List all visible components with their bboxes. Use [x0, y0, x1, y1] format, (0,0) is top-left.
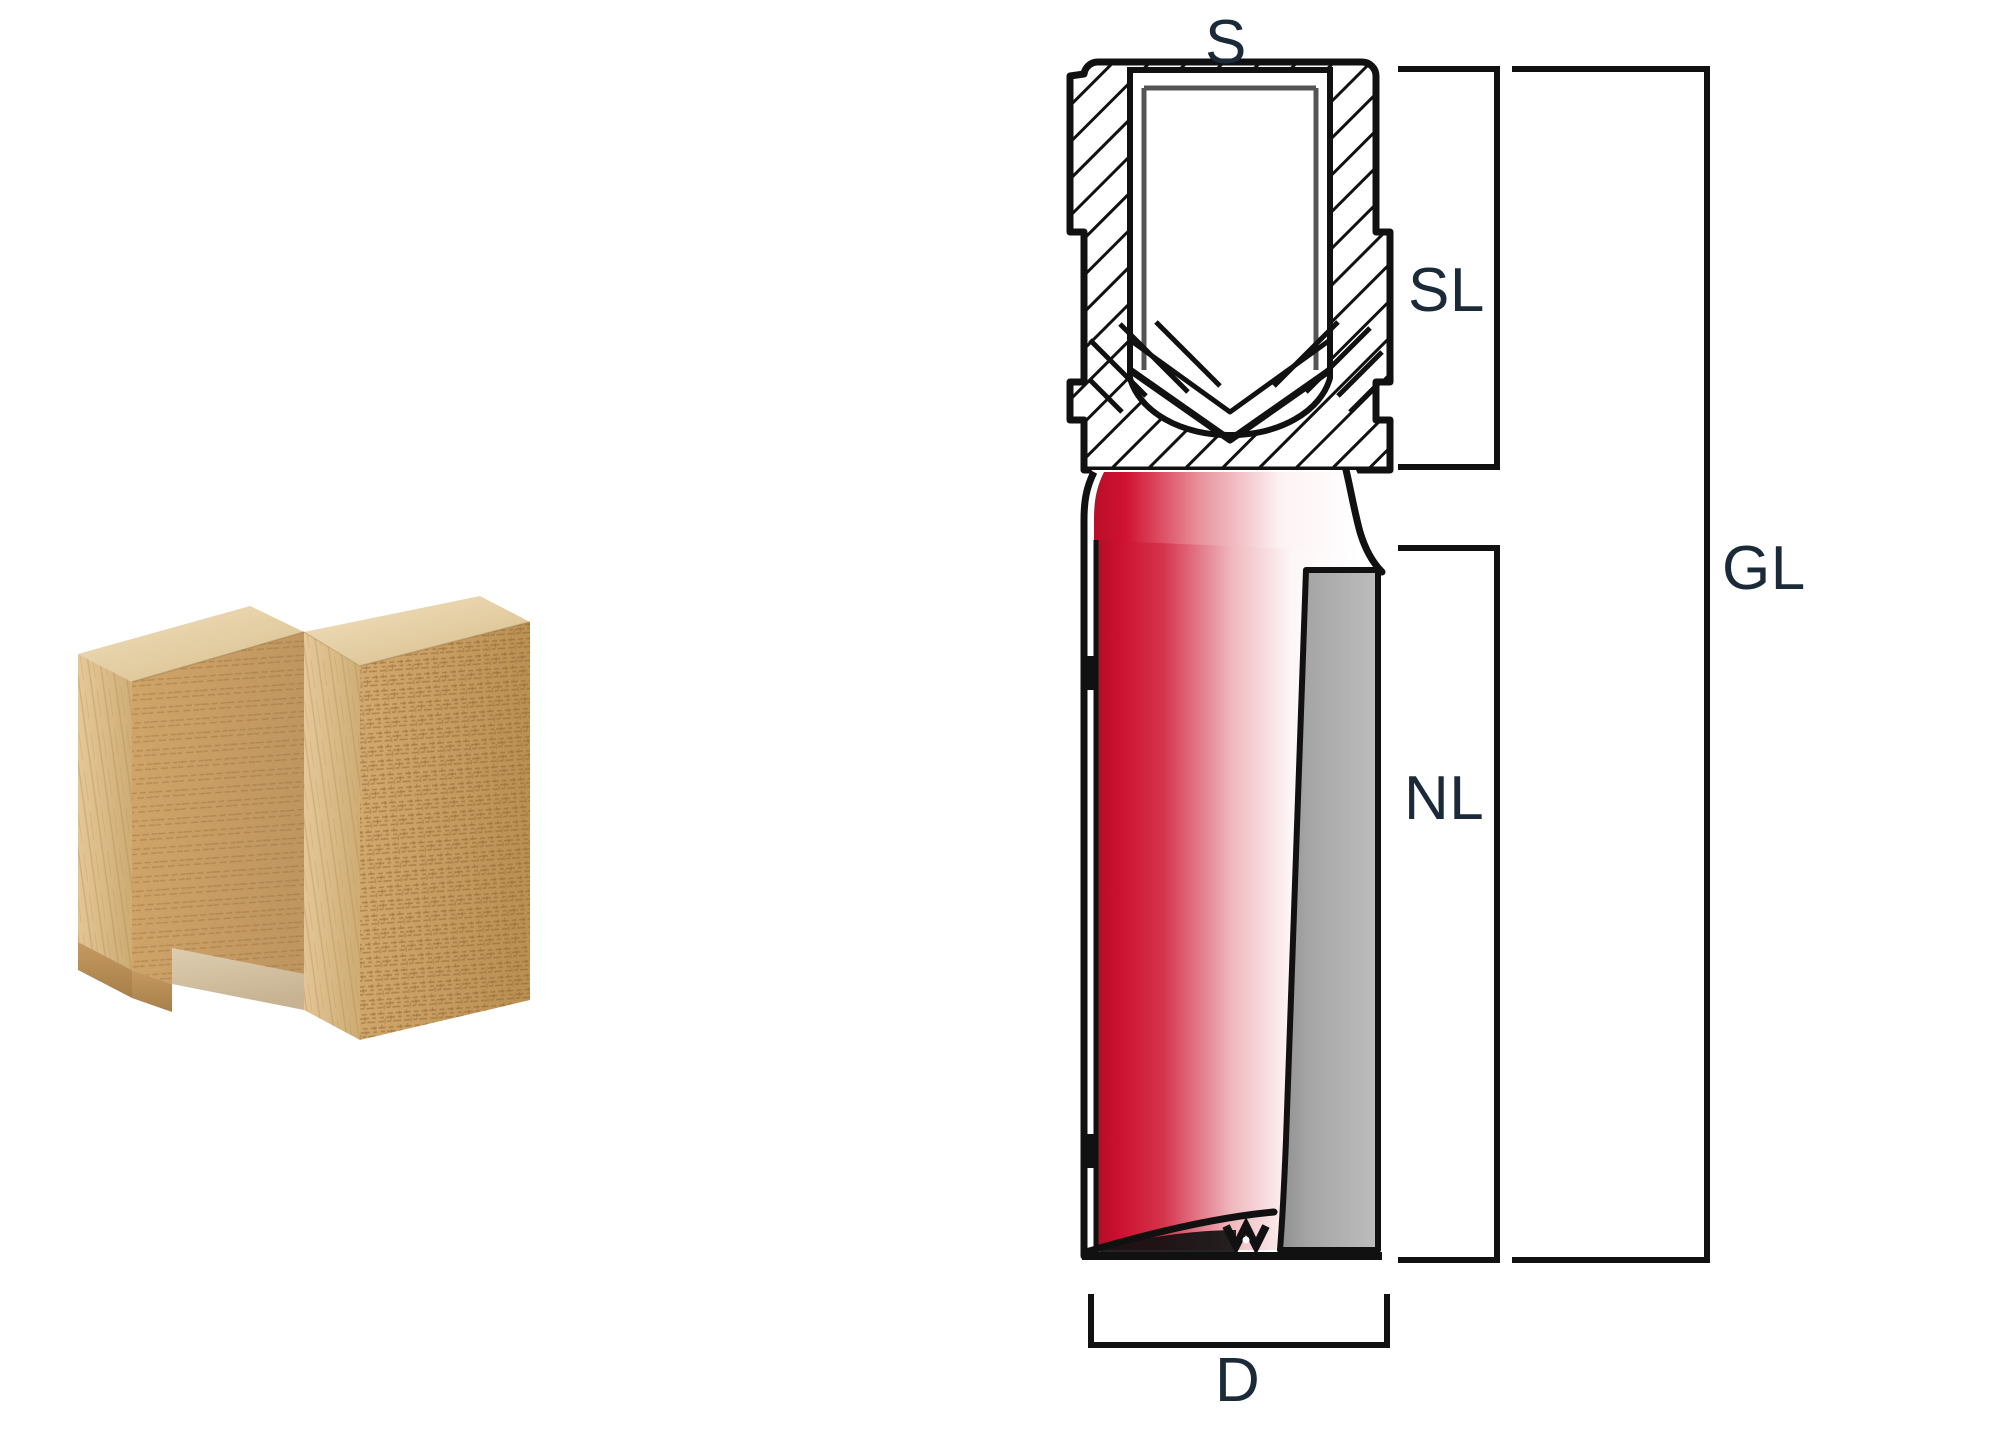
wood-top-face-left: [78, 606, 304, 682]
cutting-tip-edge: [1082, 1208, 1278, 1256]
bracket-overall-length: [1512, 66, 1710, 1263]
label-overall-length: GL: [1722, 534, 1806, 603]
wood-top-face-right: [304, 596, 530, 666]
label-cutting-diameter: D: [1215, 1346, 1261, 1415]
body-shoulder-curve: [1342, 466, 1386, 576]
label-cutting-length: NL: [1404, 764, 1485, 833]
router-bit-cross-section: [1060, 40, 1420, 1340]
shank-inner-bore: [1127, 67, 1333, 439]
router-bit-svg: [1066, 58, 1394, 1262]
cutter-body-assembly: [1080, 466, 1390, 1262]
chamfer-hatch: [1088, 320, 1384, 414]
tip-center-nib: [1222, 1217, 1270, 1255]
label-shank-diameter: S: [1205, 8, 1247, 77]
bracket-shank-length: [1398, 66, 1500, 470]
left-flute-edge: [1081, 540, 1099, 1248]
cutter-upper-red: [1094, 472, 1360, 560]
wood-block-svg: [78, 596, 531, 1040]
wood-groove-floor: [172, 948, 304, 1010]
carbide-flute: [1277, 567, 1381, 1253]
cutter-body-stroke: [1080, 470, 1382, 1260]
label-shank-length: SL: [1408, 256, 1485, 325]
cutting-tip-relief: [1100, 1230, 1236, 1252]
shank-assembly: [1066, 58, 1394, 474]
wood-bottom-edge-left: [78, 942, 132, 998]
bracket-cutting-diameter: [1088, 1294, 1390, 1348]
bore-v-chamfer: [1127, 367, 1333, 444]
wood-block-sample: [60, 570, 531, 1090]
bracket-cutting-length: [1398, 545, 1500, 1263]
wood-bottom-edge-left2: [132, 970, 172, 1012]
